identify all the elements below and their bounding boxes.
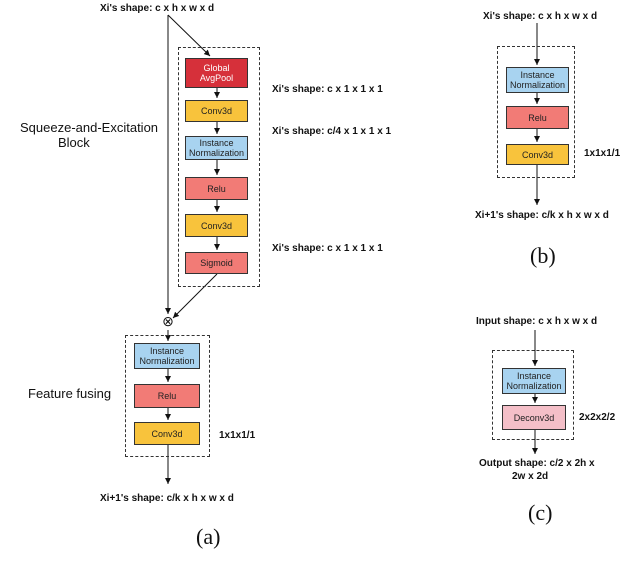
c-input-shape: Input shape: c x h x w x d — [476, 316, 598, 327]
b-block-border — [497, 46, 575, 178]
fuse-block-border — [125, 335, 210, 457]
conv3d-block-2: Conv3d — [185, 214, 248, 237]
c-block-border — [492, 350, 574, 440]
caption-a: (a) — [196, 524, 221, 549]
conv3d-block-fuse: Conv3d — [134, 422, 200, 445]
c-output-shape-line2: 2w x 2d — [512, 471, 549, 482]
c-output-shape-line1: Output shape: c/2 x 2h x — [479, 458, 595, 469]
shape-after-conv: Xi's shape: c/4 x 1 x 1 x 1 — [272, 126, 392, 137]
relu-block-se: Relu — [185, 177, 248, 200]
se-block-border — [178, 47, 260, 287]
a-input-shape: Xi's shape: c x h x w x d — [100, 3, 215, 14]
relu-block-fuse: Relu — [134, 384, 200, 408]
caption-b: (b) — [530, 243, 556, 268]
arrow-input-to-pool — [167, 14, 211, 57]
sigmoid-block: Sigmoid — [185, 252, 248, 274]
b-relu-block: Relu — [506, 106, 569, 129]
fuse-title: Feature fusing — [28, 386, 112, 401]
b-output-shape: Xi+1's shape: c/k x h x w x d — [475, 210, 609, 221]
shape-after-pool: Xi's shape: c x 1 x 1 x 1 — [272, 84, 383, 95]
arrow-sigmoid-to-multiply — [172, 273, 218, 319]
se-title-line2: Block — [58, 135, 90, 150]
caption-c: (c) — [528, 500, 553, 525]
conv3d-block-1: Conv3d — [185, 100, 248, 122]
shape-after-sigmoid: Xi's shape: c x 1 x 1 x 1 — [272, 243, 383, 254]
multiply-icon: ⊗ — [162, 313, 174, 329]
c-kernel-label: 2x2x2/2 — [579, 412, 616, 423]
a-output-shape: Xi+1's shape: c/k x h x w x d — [100, 493, 234, 504]
b-conv3d-block: Conv3d — [506, 144, 569, 165]
b-kernel-label: 1x1x1/1 — [584, 148, 621, 159]
b-input-shape: Xi's shape: c x h x w x d — [483, 11, 598, 22]
c-deconv3d-block: Deconv3d — [502, 405, 566, 430]
fuse-kernel-label: 1x1x1/1 — [219, 430, 256, 441]
se-title-line1: Squeeze-and-Excitation — [20, 120, 159, 135]
